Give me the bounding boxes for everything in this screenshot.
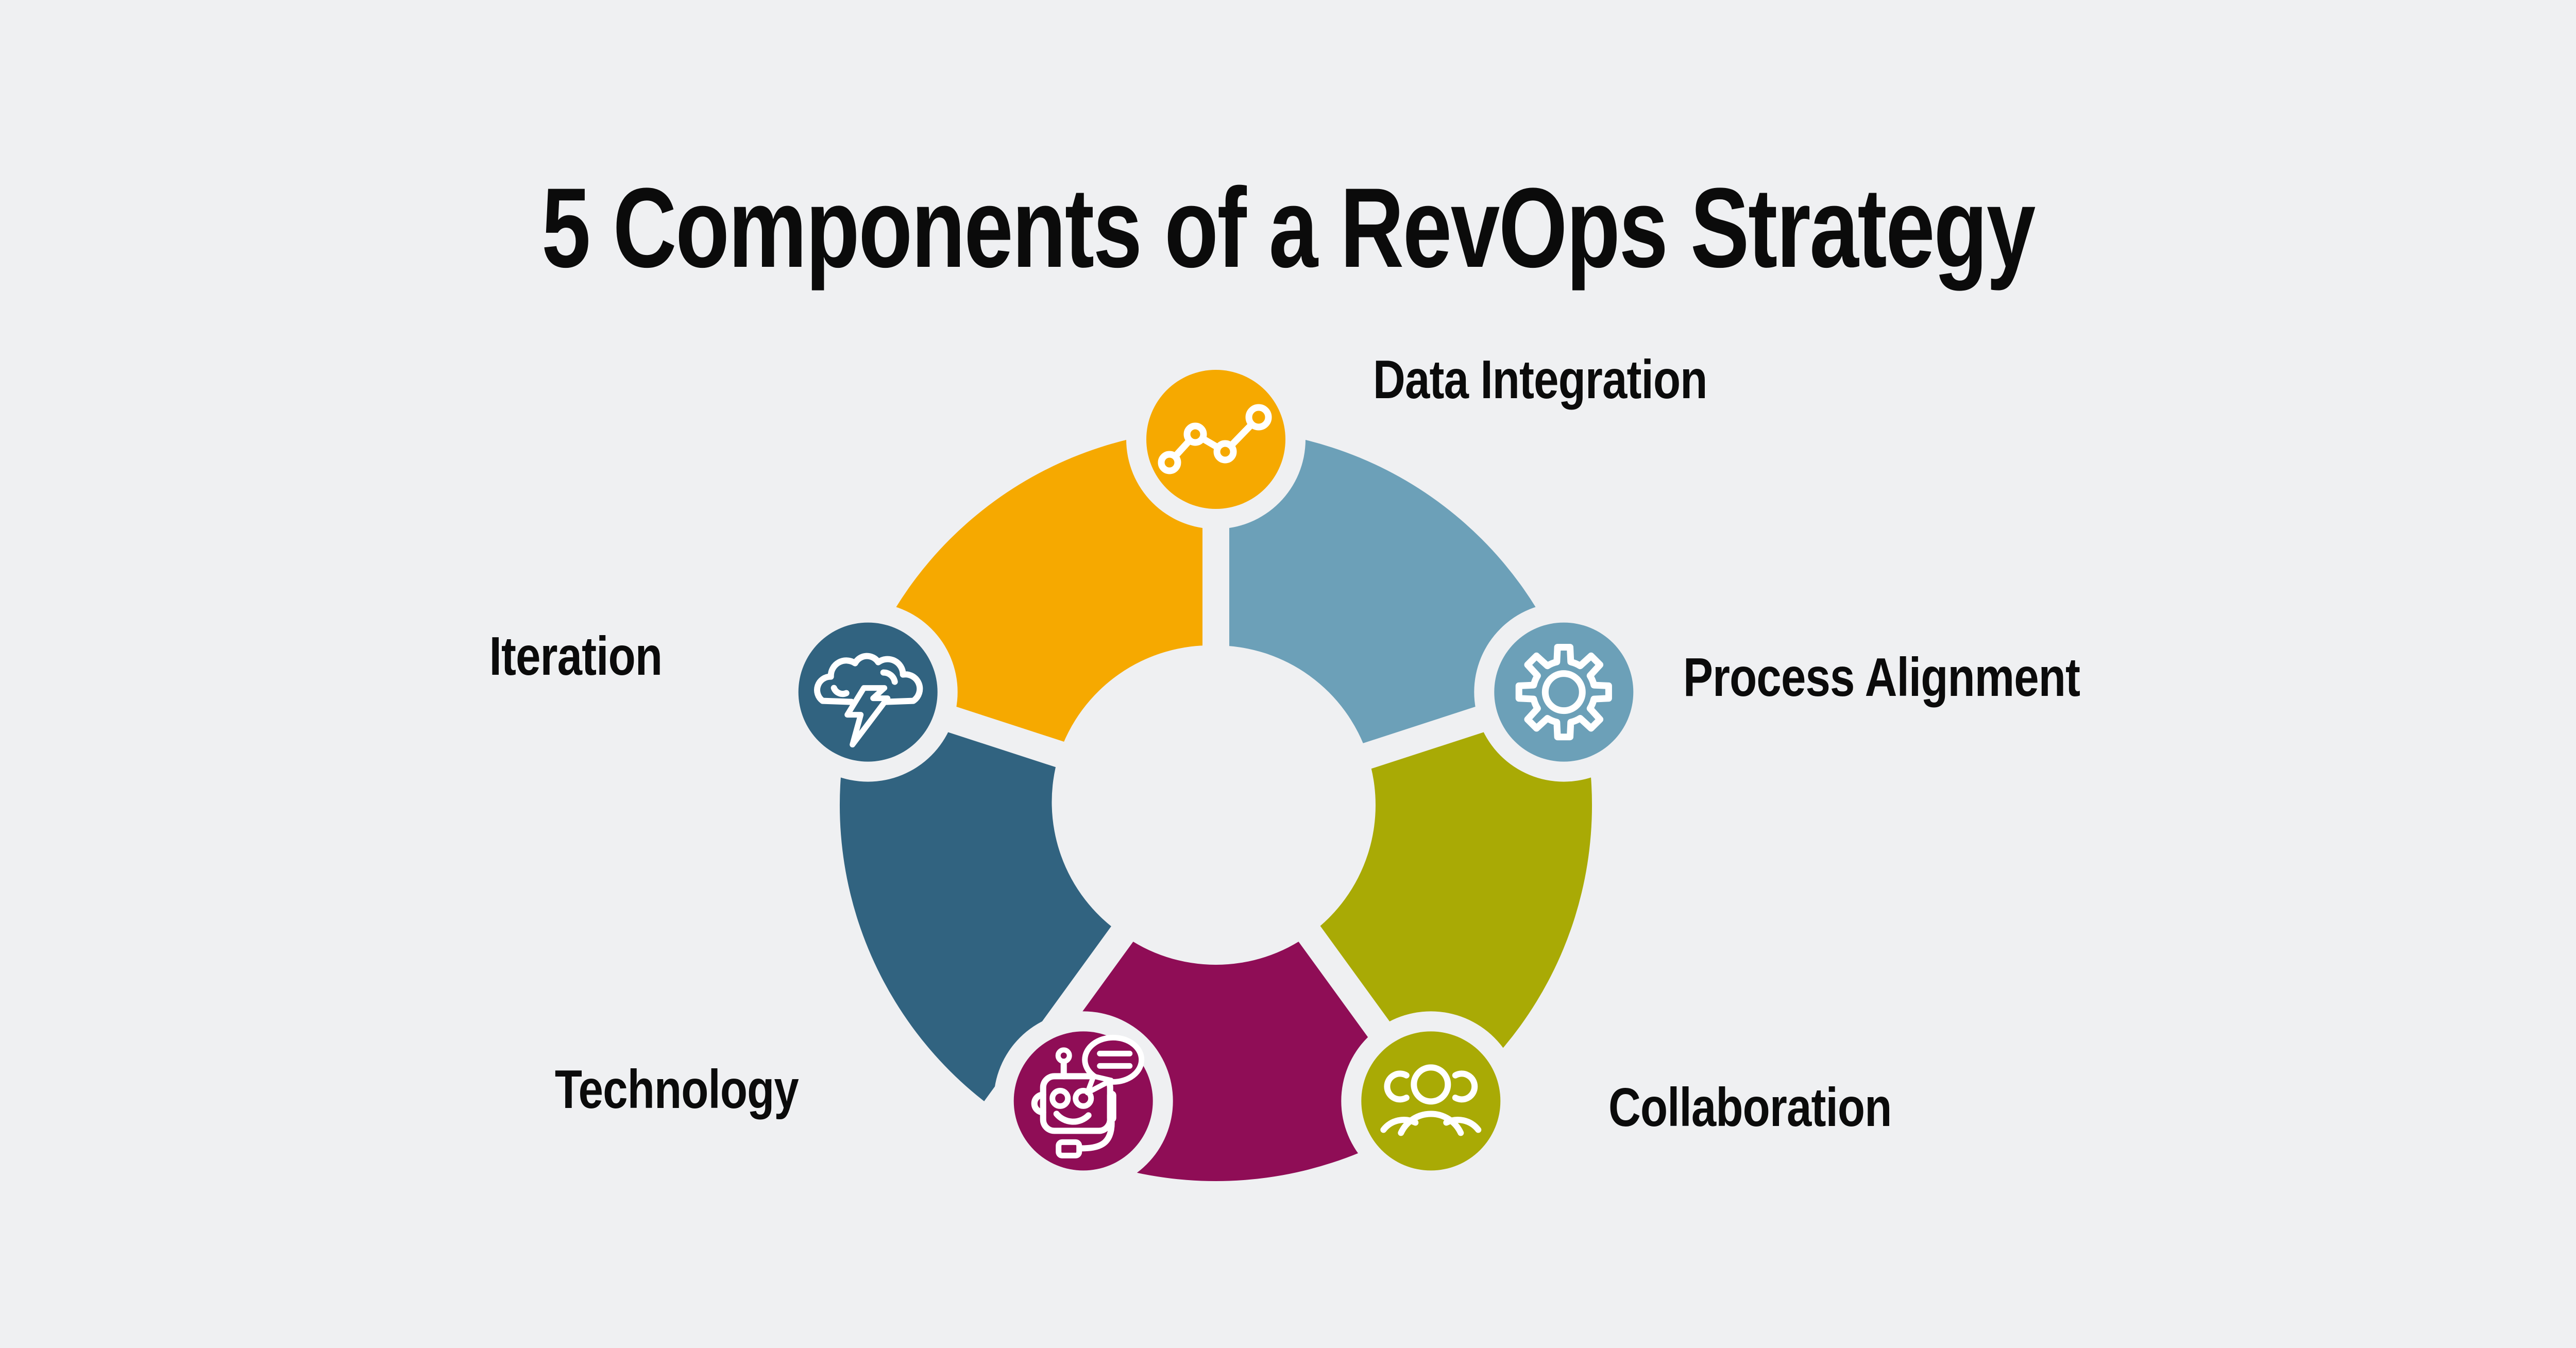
- brainstorm-cloud-detail: [831, 685, 850, 697]
- line-chart-node: [1245, 404, 1272, 431]
- page-title: 5 Components of a RevOps Strategy: [541, 164, 2036, 291]
- chatbot-smile: [1053, 1111, 1092, 1125]
- chatbot-left-ear: [1031, 1091, 1046, 1116]
- people-center-shoulders: [1398, 1111, 1464, 1136]
- segment-iteration: [839, 689, 1122, 1110]
- revops-cycle-wheel: [778, 350, 1654, 1191]
- chatbot-mic: [1056, 1139, 1082, 1158]
- gear-icon: [1515, 643, 1612, 741]
- people-icon: [1380, 1064, 1482, 1136]
- brainstorm-icon: [814, 653, 923, 748]
- label-iteration: Iteration: [489, 626, 662, 687]
- people-center-head: [1411, 1064, 1451, 1105]
- line-chart-node: [1183, 422, 1207, 446]
- brainstorm-cloud: [814, 653, 923, 705]
- line-chart-node: [1213, 440, 1237, 464]
- chatbot-speech-bubble-tail: [1084, 1073, 1114, 1096]
- label-technology: Technology: [554, 1059, 799, 1120]
- chatbot-headset-earpiece: [1107, 1090, 1116, 1123]
- brainstorm-lightning-bolt: [844, 685, 891, 748]
- line-chart-icon: [1158, 404, 1272, 474]
- chatbot-right-eye: [1073, 1087, 1094, 1109]
- people-right-shoulder: [1443, 1117, 1482, 1133]
- label-collaboration: Collaboration: [1608, 1077, 1892, 1138]
- chatbot-antenna-ball: [1055, 1047, 1072, 1064]
- people-left-head: [1384, 1070, 1410, 1103]
- line-chart-polyline: [1166, 414, 1262, 466]
- badge-process-alignment: [1494, 622, 1634, 762]
- gear-outline: [1515, 643, 1612, 741]
- chatbot-icon: [1031, 1034, 1145, 1158]
- people-right-head: [1452, 1070, 1478, 1103]
- people-left-shoulder: [1380, 1117, 1419, 1133]
- chatbot-headset-cable: [1077, 1119, 1115, 1152]
- brainstorm-cloud-detail: [880, 669, 898, 685]
- segment-collaboration: [1310, 689, 1592, 1110]
- chatbot-left-eye: [1049, 1087, 1071, 1109]
- wheel-segments: [839, 429, 1592, 1182]
- gear-center-hole: [1541, 670, 1586, 714]
- label-data-integration: Data Integration: [1373, 349, 1707, 410]
- line-chart-node: [1158, 451, 1181, 474]
- badge-data-integration: [1146, 370, 1285, 509]
- label-process-alignment: Process Alignment: [1683, 647, 2080, 708]
